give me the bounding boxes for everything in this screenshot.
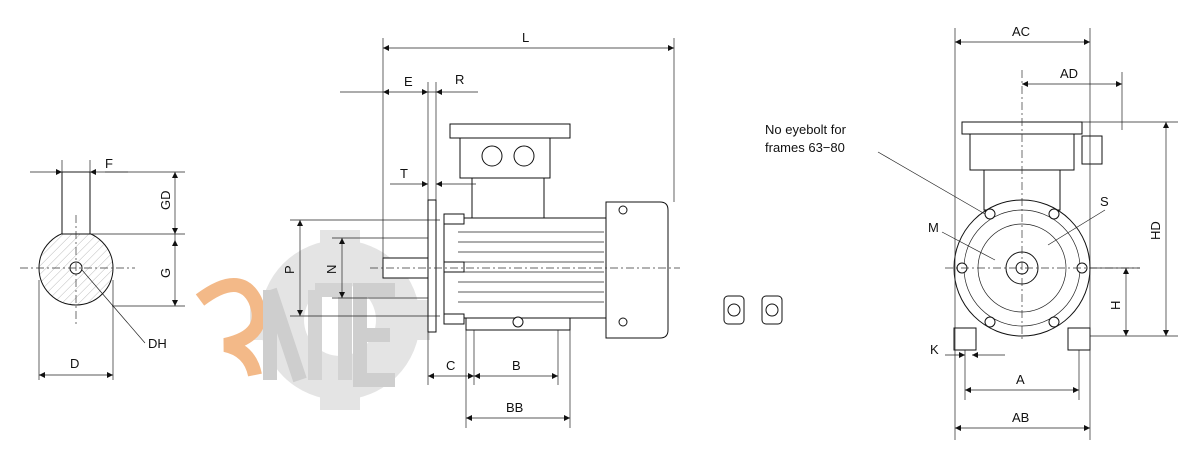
gland — [1081, 135, 1103, 165]
label-B: B — [512, 358, 521, 373]
terminal-box — [459, 137, 551, 179]
label-G: G — [158, 268, 173, 278]
cable-glands — [723, 295, 783, 325]
fan-cover — [605, 201, 669, 339]
note-line-2: frames 63−80 — [765, 140, 845, 155]
label-E: E — [404, 74, 413, 89]
label-M: M — [928, 220, 939, 235]
label-C: C — [446, 358, 455, 373]
label-AB: AB — [1012, 410, 1029, 425]
label-HD: HD — [1148, 221, 1163, 240]
label-L: L — [522, 30, 529, 45]
label-BB: BB — [506, 400, 523, 415]
label-AC: AC — [1012, 24, 1030, 39]
label-D: D — [70, 356, 79, 371]
motor-side-view: L E R T P N C B BB — [282, 30, 680, 428]
key — [61, 171, 91, 235]
label-R: R — [455, 72, 464, 87]
note-line-1: No eyebolt for — [765, 122, 847, 137]
label-AD: AD — [1060, 66, 1078, 81]
label-P: P — [282, 265, 297, 274]
shaft-end-view: F GD G D DH — [20, 156, 185, 380]
label-GD: GD — [158, 191, 173, 211]
label-F: F — [105, 156, 113, 171]
label-N: N — [324, 265, 339, 274]
label-H: H — [1108, 301, 1123, 310]
label-A: A — [1016, 372, 1025, 387]
watermark-logo — [195, 230, 430, 410]
label-K: K — [930, 342, 939, 357]
label-T: T — [400, 166, 408, 181]
label-DH: DH — [148, 336, 167, 351]
label-S: S — [1100, 194, 1109, 209]
motor-front-view: AC AD S M HD H K A AB No eyebolt for fra… — [765, 24, 1178, 440]
